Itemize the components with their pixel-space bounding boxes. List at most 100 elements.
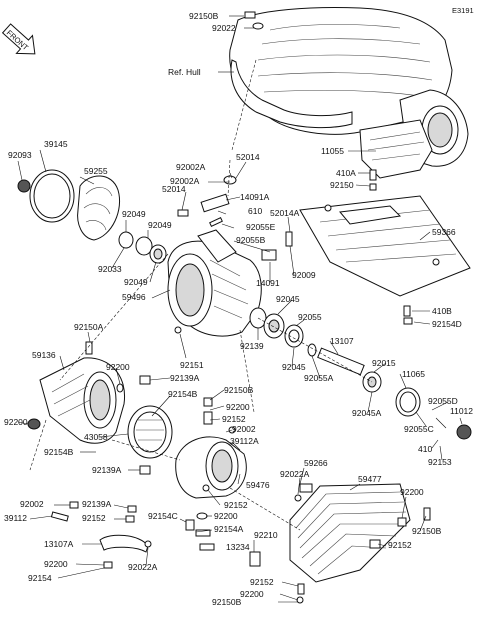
drive-shaft-group [249,307,472,440]
part-label: 11055 [321,146,344,156]
part-label: 92154D [432,319,462,329]
part-label: 52014 [162,184,186,194]
ref-hull-label: Ref. Hull [168,67,201,77]
front-arrow-icon: FRONT [1,23,36,55]
part-label: 410A [336,168,356,178]
steering-ring [127,375,173,475]
part-label: 92055 [298,312,322,322]
part-label: 92150 [330,180,354,190]
part-label: 92002 [232,424,256,434]
part-labels: 92150B 92022 11055 410A 92150 59366 410B… [4,11,473,607]
part-label: 13107A [44,539,74,549]
part-label: 92045A [352,408,382,418]
part-label: 92152 [222,414,246,424]
part-label: 13234 [226,542,250,552]
part-label: 92045 [276,294,300,304]
part-label: 52014A [270,208,300,218]
part-label: 92022A [128,562,158,572]
part-label: 92153 [428,457,452,467]
part-label: 610 [248,206,262,216]
part-label: 11065 [402,369,425,379]
part-label: 92049 [148,220,172,230]
part-label: 410 [418,444,432,454]
part-label: 92055B [236,235,266,245]
part-label: 11012 [450,406,473,416]
part-label: 92002 [20,499,44,509]
part-label: 92200 [4,417,28,427]
part-label: 92200 [44,559,68,569]
part-label: 59255 [84,166,108,176]
pump-cover-plate [299,195,471,297]
part-label: 59366 [432,227,456,237]
assembly-lines [29,59,373,531]
part-label: 39112 [4,513,27,523]
part-label: 59476 [246,480,270,490]
part-label: 92152 [82,513,106,523]
part-label: 92154A [214,524,244,534]
part-label: 92055D [428,396,458,406]
part-label: 92200 [226,402,250,412]
part-label: 92139A [82,499,112,509]
part-label: 92055C [404,424,434,434]
part-label: 92139 [240,341,264,351]
part-label: 92150A [74,322,104,332]
part-label: 92152 [224,500,248,510]
leader-lines [17,15,463,603]
part-label: 92151 [180,360,204,370]
part-label: 52014 [236,152,260,162]
part-label: 59477 [358,474,382,484]
part-label: 410B [432,306,452,316]
hull-hardware [244,11,413,325]
part-label: 92049 [122,209,146,219]
impeller-group [17,169,167,264]
diagram-code: E3191 [452,6,474,15]
part-label: 92139A [92,465,122,475]
part-label: 92200 [240,589,264,599]
part-label: 92152 [250,577,274,587]
part-label: 92210 [254,530,278,540]
part-label: 92015 [372,358,396,368]
part-label: 92002A [170,176,200,186]
part-label: 92152 [388,540,412,550]
part-label: 92139A [170,373,200,383]
part-label: 14091 [256,278,280,288]
part-label: 92009 [292,270,316,280]
part-label: 92150B [224,385,254,395]
hull-reference [218,7,469,179]
intake-grate [289,483,431,604]
part-label: 92022A [280,469,310,479]
part-label: 39145 [44,139,68,149]
part-label: 92055E [246,222,276,232]
part-label: 43058 [84,432,108,442]
part-label: 92154B [168,389,198,399]
part-label: 14091A [240,192,270,202]
part-label: 92150B [189,11,219,21]
part-label: 92002A [176,162,206,172]
part-label: 92200 [106,362,130,372]
part-label: 92093 [8,150,32,160]
part-label: 92150B [212,597,242,607]
reverse-linkage [50,501,261,569]
part-label: 92049 [124,277,148,287]
part-label: 92154B [44,447,74,457]
part-label: 92055A [304,373,334,383]
part-label: 92022 [212,23,236,33]
part-label: 92033 [98,264,122,274]
part-label: 92154C [148,511,178,521]
part-label: 39112A [230,436,259,446]
part-label: 13107 [330,336,354,346]
part-label: 59136 [32,350,56,360]
part-label: 59496 [122,292,146,302]
part-label: 92200 [400,487,424,497]
part-label: 92150B [412,526,442,536]
part-label: 59266 [304,458,328,468]
pump-housing [167,229,262,337]
part-label: 92045 [282,362,306,372]
nozzle-housing [27,341,126,444]
steering-fittings [177,175,293,261]
steering-nozzle [175,397,247,499]
part-label: 92154 [28,573,52,583]
part-label: 92200 [214,511,238,521]
